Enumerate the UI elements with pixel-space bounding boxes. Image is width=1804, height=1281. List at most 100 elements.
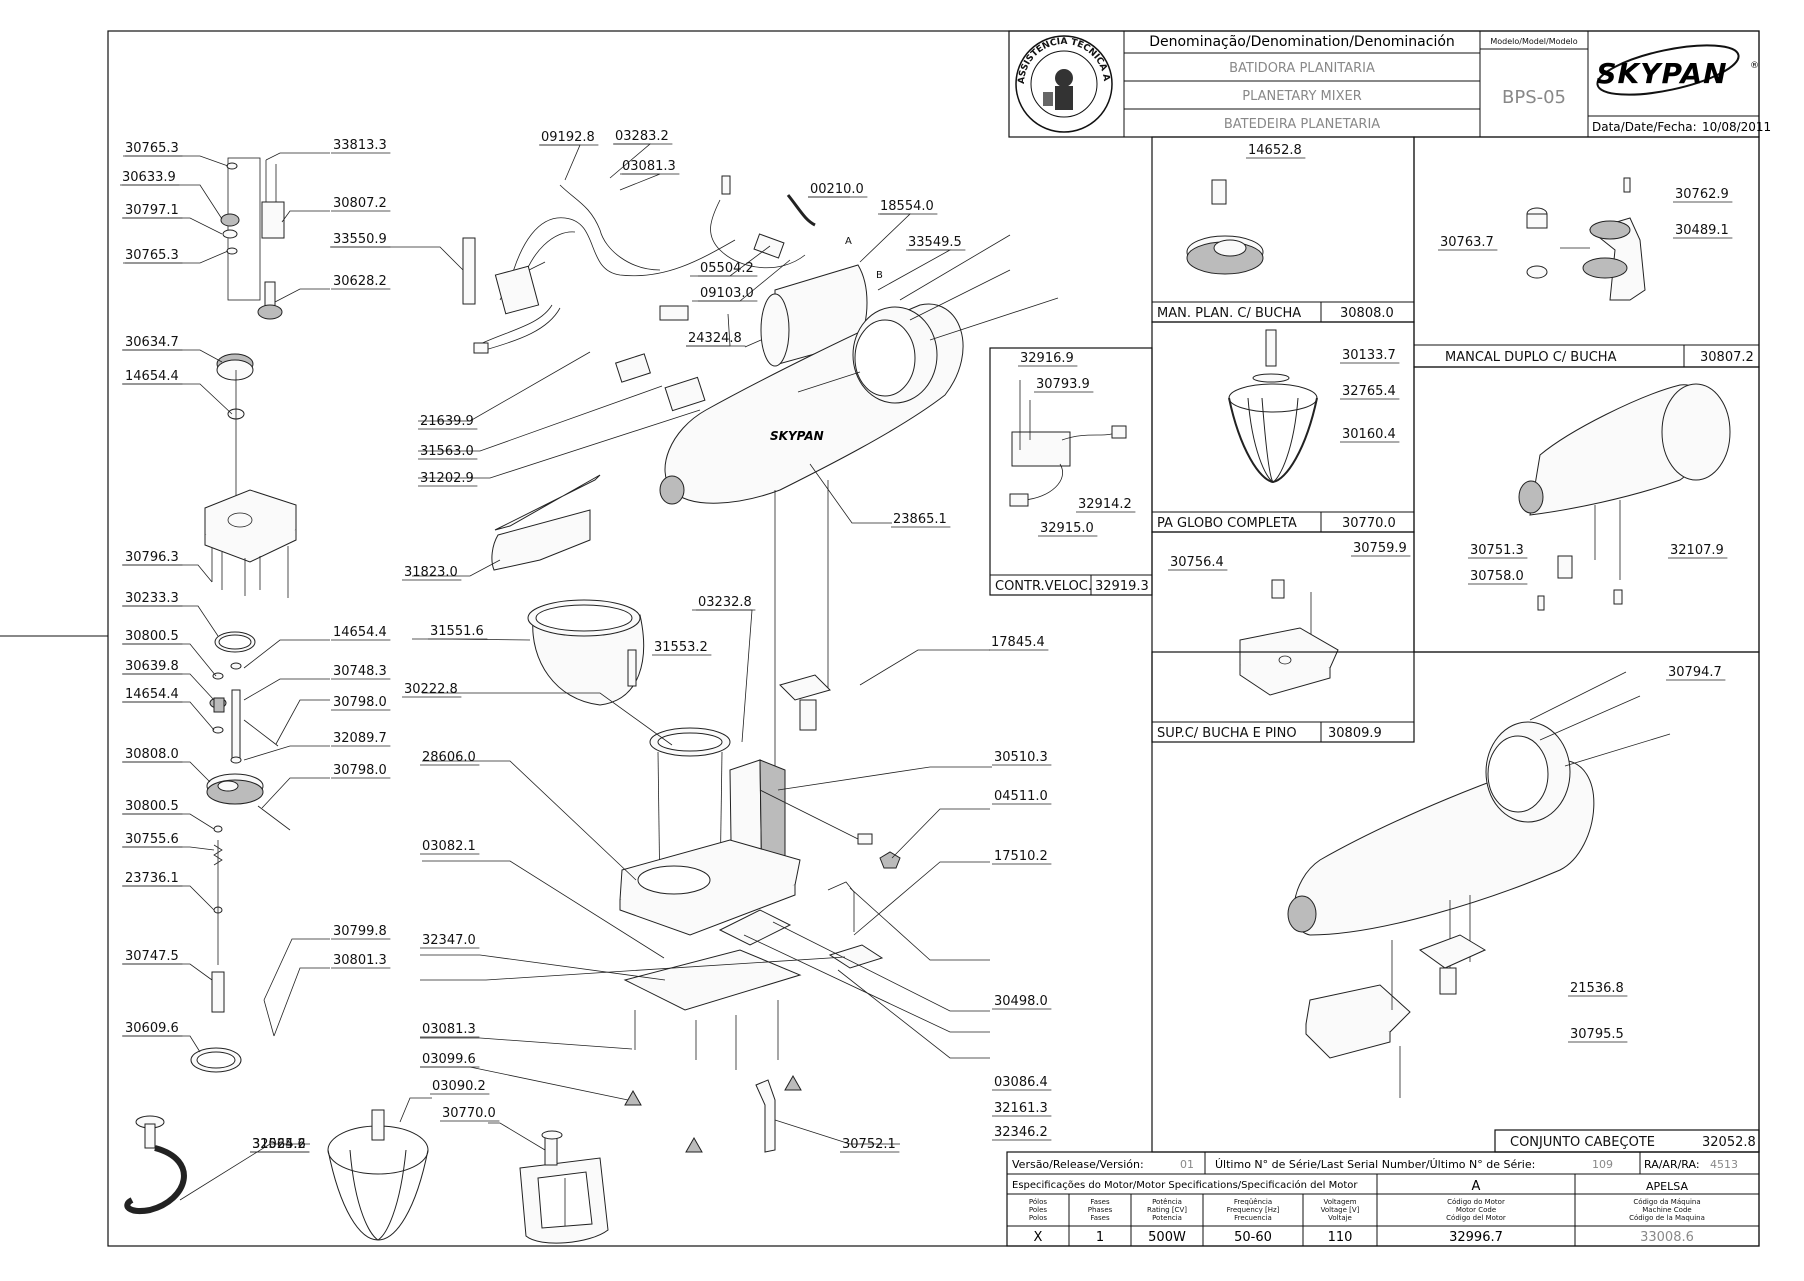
part-callout: 30510.3 [994,750,1048,765]
footer-header-line: Phases [1088,1206,1113,1214]
svg-text:®: ® [1750,61,1759,71]
part-callout: 30759.9 [1353,541,1407,556]
part-callout: 30762.9 [1675,187,1729,202]
part-callout: 30797.1 [125,203,179,218]
footer-value: X [1034,1230,1043,1245]
wire-letter-b: B [876,270,883,281]
part-callout: 04511.0 [994,789,1048,804]
footer-value: 32996.7 [1449,1230,1503,1245]
part-callout: 30770.0 [442,1106,496,1121]
center-exploded-parts: SKYPAN [327,175,1059,1244]
part-callout: 30800.5 [125,629,179,644]
part-callout: 33549.5 [908,235,962,250]
part-callout: 32914.2 [1078,497,1132,512]
footer-header-line: Código del Motor [1446,1214,1506,1222]
model-value: BPS-05 [1502,87,1566,108]
footer-header-line: Poles [1029,1206,1048,1214]
bushing-code: 30808.0 [1340,306,1394,321]
part-callout: 18554.0 [880,199,934,214]
footer-value: 1 [1096,1230,1104,1245]
authorized-service-seal: ASSISTÊNCIA TÉCNICA AUTORIZADA [0,0,1113,133]
part-callout: 21639.9 [420,414,474,429]
part-callout: 30752.1 [842,1137,896,1152]
part-callout: 09192.8 [541,130,595,145]
support-code: 30809.9 [1328,726,1382,741]
part-callout: 30794.7 [1668,665,1722,680]
part-callout: 31823.0 [404,565,458,580]
part-callout: 28606.0 [422,750,476,765]
part-callout: 30798.0 [333,695,387,710]
part-callout: 30634.7 [125,335,179,350]
part-callout: 03081.3 [422,1022,476,1037]
part-callout: 30133.7 [1342,348,1396,363]
part-callout: 30795.5 [1570,1027,1624,1042]
part-callout: 14652.8 [1248,143,1302,158]
part-callout: 31202.9 [420,471,474,486]
part-callout: 30747.5 [125,949,179,964]
footer-header-line: Motor Code [1456,1206,1496,1214]
model-header: Modelo/Model/Modelo [1490,37,1577,46]
footer-value: 33008.6 [1640,1230,1694,1245]
part-callout: 33550.9 [333,232,387,247]
part-callout: 32107.9 [1670,543,1724,558]
part-callout: 32916.9 [1020,351,1074,366]
name-english: PLANETARY MIXER [1242,89,1362,104]
part-callout: 32915.0 [1040,521,1094,536]
part-callout: 32089.7 [333,731,387,746]
part-callout: 31553.2 [654,640,708,655]
footer-header-line: Código de la Maquina [1629,1214,1705,1222]
footer-value: 50-60 [1234,1230,1272,1245]
part-callout: 31551.6 [430,624,484,639]
name-spanish: BATIDORA PLANITARIA [1229,61,1375,76]
assembly-caption: CONJUNTO CABEÇOTE [1510,1135,1655,1150]
name-portuguese: BATEDEIRA PLANETARIA [1224,117,1380,132]
footer-header-line: Rating [CV] [1147,1206,1187,1214]
skypan-logo: SKYPAN ® [1596,44,1759,96]
part-callout: 03086.4 [994,1075,1048,1090]
footer-value: 110 [1328,1230,1353,1245]
part-callout: 24324.8 [688,331,742,346]
part-callout: 17510.2 [994,849,1048,864]
footer-column-headers: PólosPolesPolosFasesPhasesFasesPotênciaR… [1029,1198,1705,1222]
panel-captions: CONTR.VELOC. 32919.3 MAN. PLAN. C/ BUCHA… [845,236,1756,1150]
part-callout: 03090.2 [432,1079,486,1094]
part-callout: 30489.1 [1675,223,1729,238]
part-callout: 30633.9 [122,170,176,185]
part-callout: 30796.3 [125,550,179,565]
part-callout: 09103.0 [700,286,754,301]
ra-label: RA/AR/RA: [1644,1158,1700,1171]
part-callout: 30755.6 [125,832,179,847]
motor-spec-label: Especificações do Motor/Motor Specificat… [1012,1179,1358,1191]
footer-header-line: Frecuencia [1234,1214,1272,1222]
part-callout: 30801.3 [333,953,387,968]
side-panels [989,136,1760,1153]
part-callout: 30756.4 [1170,555,1224,570]
version-label: Versão/Release/Versión: [1012,1158,1144,1171]
serial-value: 109 [1592,1158,1613,1171]
serial-label: Último N° de Série/Last Serial Number/Úl… [1215,1158,1535,1171]
part-callout: 00210.0 [810,182,864,197]
part-callout: 17845.4 [991,635,1045,650]
footer-header-line: Fases [1090,1214,1110,1222]
part-callout: 32347.0 [422,933,476,948]
svg-text:SKYPAN: SKYPAN [1596,57,1727,90]
footer-header-line: Código do Motor [1447,1198,1505,1206]
denomination-header: Denominação/Denomination/Denominación [1149,34,1455,50]
footer-header-line: Freqüência [1234,1198,1272,1206]
part-callout: 30639.8 [125,659,179,674]
footer-header-line: Pólos [1029,1198,1047,1206]
part-callout: 30233.3 [125,591,179,606]
wire-letter-a: A [845,236,852,247]
part-callout: 30498.0 [994,994,1048,1009]
footer-header-line: Potencia [1152,1214,1182,1222]
motor-code-letter: A [1472,1179,1481,1194]
part-callout: 30808.0 [125,747,179,762]
part-callout: 30765.3 [125,141,179,156]
part-callout: 30799.8 [333,924,387,939]
part-callout: 30751.3 [1470,543,1524,558]
double-bearing-code: 30807.2 [1700,350,1754,365]
footer-header-line: Voltaje [1328,1214,1352,1222]
version-value: 01 [1180,1158,1194,1171]
part-callout: 03081.3 [622,159,676,174]
